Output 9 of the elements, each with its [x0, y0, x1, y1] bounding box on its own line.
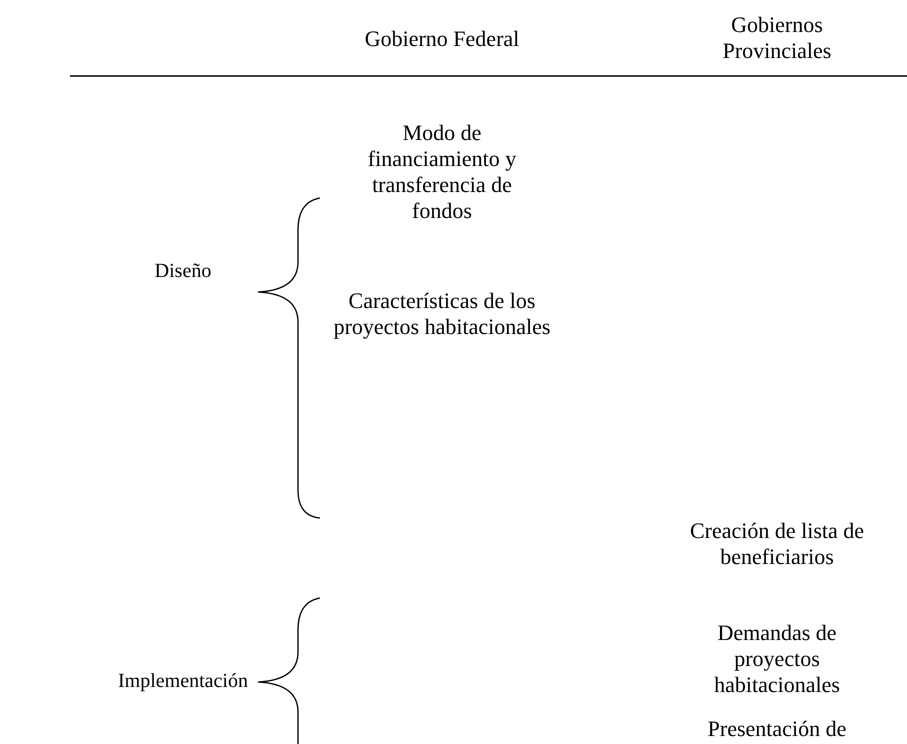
column-header: Gobierno Federal: [364, 26, 520, 52]
cell-text: Características de los proyectos habitacionales: [332, 288, 552, 340]
column-header: Gobiernos Provinciales: [722, 12, 832, 64]
cell-text: Presentación de: [706, 716, 848, 742]
cell-text: Demandas de proyectos habitacionales: [713, 620, 841, 698]
cell-text: Creación de lista de beneficiarios: [688, 518, 866, 570]
cell-text: Modo de financiamiento y transferencia de fondos: [366, 120, 518, 224]
row-label: Diseño: [154, 259, 212, 284]
row-label: Implementación: [117, 669, 249, 694]
